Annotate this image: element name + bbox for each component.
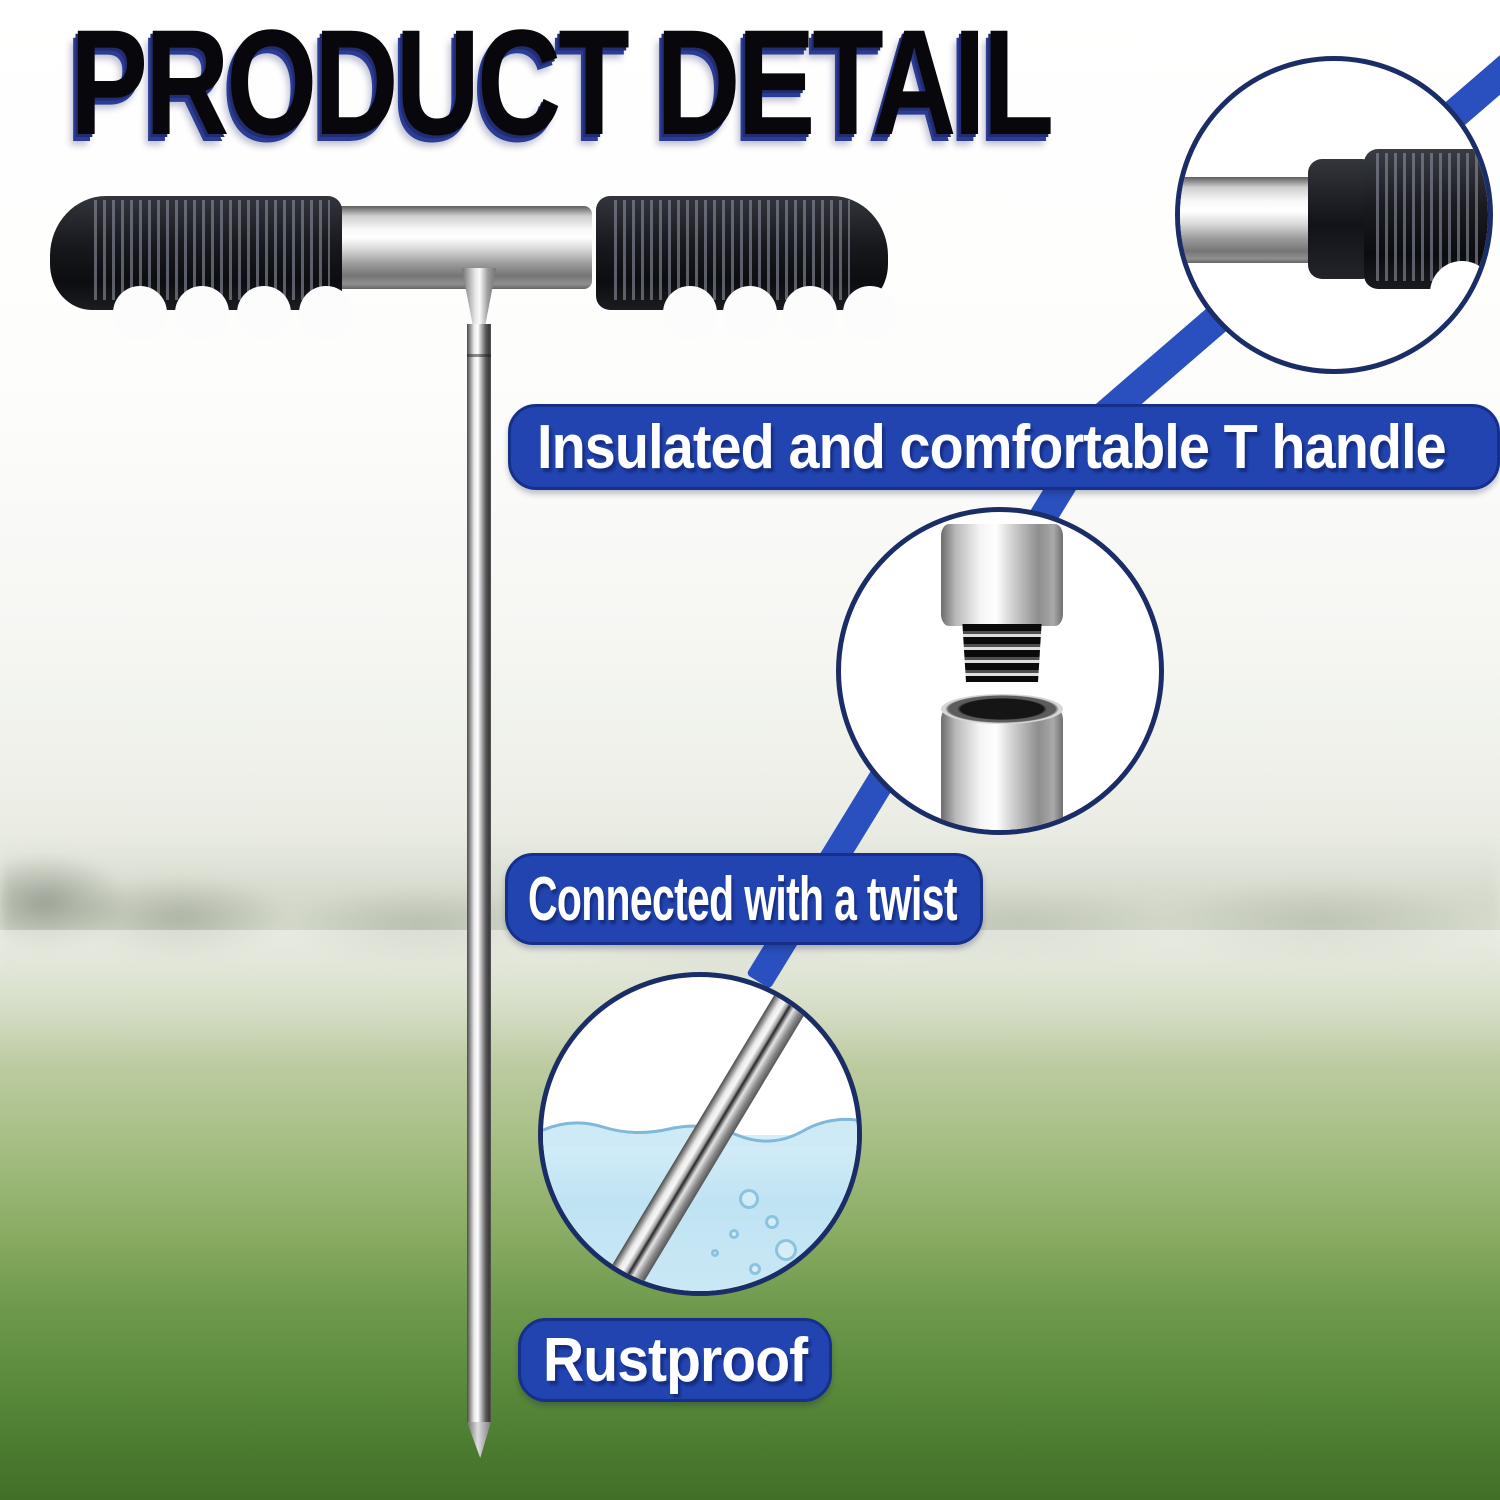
bubble <box>739 1189 759 1209</box>
rod-in-water-circle <box>538 972 862 1296</box>
handle-closeup-circle <box>1175 56 1493 374</box>
threaded-connection-illustration <box>941 524 1063 626</box>
callout-label: Rustproof <box>543 1325 808 1395</box>
probe-rod-tip <box>467 1422 491 1458</box>
bubble <box>711 1249 719 1257</box>
t-handle-tube <box>326 206 592 289</box>
page-title: PRODUCT DETAIL <box>70 0 1054 166</box>
screw-threads <box>962 624 1042 682</box>
probe-rod <box>467 324 491 1424</box>
rod-collar <box>461 268 497 326</box>
grip-finger-scallop <box>1430 261 1488 325</box>
callout-rustproof: Rustproof <box>518 1318 832 1402</box>
bubble <box>765 1215 779 1229</box>
bubble <box>729 1229 739 1239</box>
right-rubber-grip <box>596 196 888 310</box>
left-grip-finger-scallops <box>113 286 167 340</box>
bubble <box>787 1267 803 1283</box>
bubble <box>749 1263 761 1275</box>
callout-connected-twist: Connected with a twist <box>505 853 983 945</box>
threaded-connection-circle <box>836 507 1164 835</box>
callout-label: Connected with a twist <box>528 864 957 934</box>
tube-opening <box>941 694 1063 724</box>
callout-label: Insulated and comfortable T handle <box>537 412 1447 482</box>
callout-insulated-handle: Insulated and comfortable T handle <box>508 404 1500 490</box>
right-grip-finger-scallops <box>663 286 717 340</box>
female-tube <box>941 708 1063 830</box>
left-rubber-grip <box>50 196 342 310</box>
rod-joint-seam <box>467 354 491 357</box>
bubble <box>775 1239 797 1261</box>
